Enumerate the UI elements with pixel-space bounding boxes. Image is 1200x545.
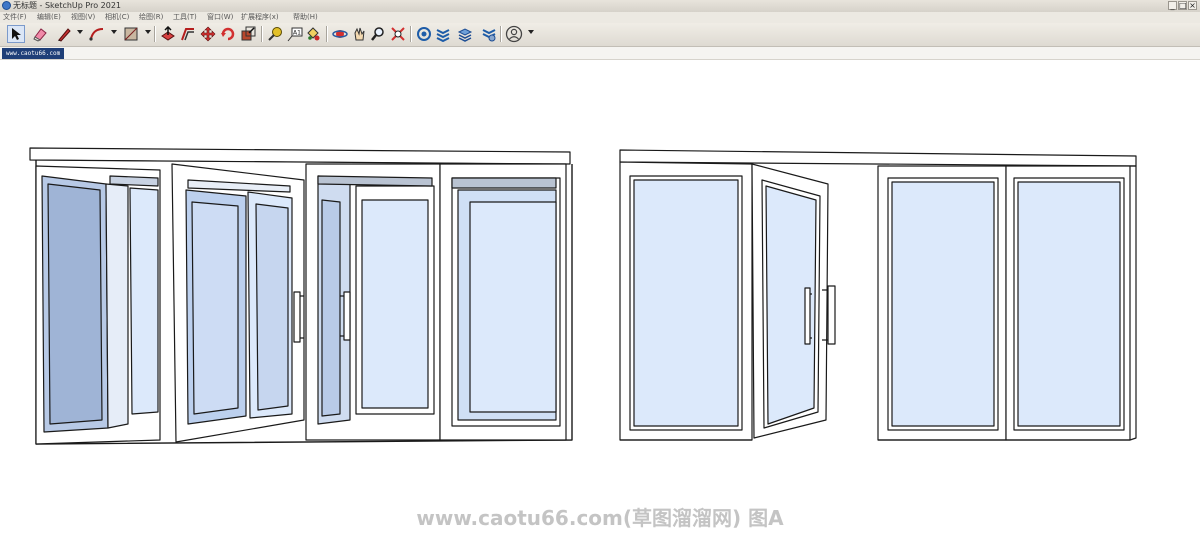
move-icon[interactable] (199, 25, 217, 43)
toolbar-separator (261, 26, 263, 42)
scene-tab[interactable]: www.caotu66.com (2, 48, 65, 59)
select-icon[interactable] (7, 25, 25, 43)
pencil-line-icon[interactable] (55, 25, 73, 43)
rectangle-icon[interactable] (122, 25, 140, 43)
menu-view[interactable]: 视图(V) (71, 13, 96, 21)
restore-button[interactable]: □ (1178, 1, 1187, 10)
zoom-extents-icon[interactable] (389, 25, 407, 43)
rotate-icon[interactable] (219, 25, 237, 43)
line-tools-dropdown-icon[interactable] (77, 30, 83, 34)
menu-help[interactable]: 帮助(H) (293, 13, 318, 21)
menu-draw[interactable]: 绘图(R) (139, 13, 164, 21)
watermark-text: www.caotu66.com(草图溜溜网) 图A (416, 506, 784, 530)
window-title: 无标题 - SketchUp Pro 2021 (13, 1, 121, 10)
svg-text:A1: A1 (293, 30, 301, 37)
account-icon[interactable] (505, 25, 523, 43)
menu-window[interactable]: 窗口(W) (207, 13, 234, 21)
paint-bucket-icon[interactable] (304, 25, 322, 43)
layout-icon[interactable] (456, 25, 474, 43)
folding-door-model-open[interactable] (29, 147, 573, 445)
minimize-button[interactable]: _ (1168, 1, 1177, 10)
menu-tools[interactable]: 工具(T) (173, 13, 197, 21)
toolbar-separator (154, 26, 156, 42)
menu-edit[interactable]: 编辑(E) (37, 13, 61, 21)
scene-tab-bar: www.caotu66.com (0, 47, 1200, 60)
arc-tools-dropdown-icon[interactable] (111, 30, 117, 34)
push-pull-icon[interactable] (159, 25, 177, 43)
offset-icon[interactable] (179, 25, 197, 43)
toolbar-separator (326, 26, 328, 42)
menu-file[interactable]: 文件(F) (3, 13, 27, 21)
toolbar-separator (410, 26, 412, 42)
scale-icon[interactable] (239, 25, 257, 43)
sketchup-app-icon (2, 1, 11, 10)
folding-door-model-closed[interactable] (619, 149, 1137, 441)
shape-tools-dropdown-icon[interactable] (145, 30, 151, 34)
menu-bar: 文件(F) 编辑(E) 视图(V) 相机(C) 绘图(R) 工具(T) 窗口(W… (0, 12, 1200, 23)
tape-measure-icon[interactable] (266, 25, 284, 43)
account-dropdown-icon[interactable] (528, 30, 534, 34)
warehouse-icon[interactable] (415, 25, 433, 43)
large-toolset: A1 (0, 23, 1200, 47)
zoom-icon[interactable] (369, 25, 387, 43)
extension-warehouse-icon[interactable] (434, 25, 452, 43)
toolbar-separator (500, 26, 502, 42)
menu-extensions[interactable]: 扩展程序(x) (241, 13, 279, 21)
orbit-icon[interactable] (331, 25, 349, 43)
arc-icon[interactable] (88, 25, 106, 43)
extension-manager-icon[interactable] (480, 25, 498, 43)
pan-icon[interactable] (350, 25, 368, 43)
eraser-icon[interactable] (31, 25, 49, 43)
menu-camera[interactable]: 相机(C) (105, 13, 130, 21)
close-button[interactable]: × (1188, 1, 1197, 10)
drawing-viewport[interactable] (0, 60, 1200, 545)
text-icon[interactable]: A1 (286, 25, 304, 43)
